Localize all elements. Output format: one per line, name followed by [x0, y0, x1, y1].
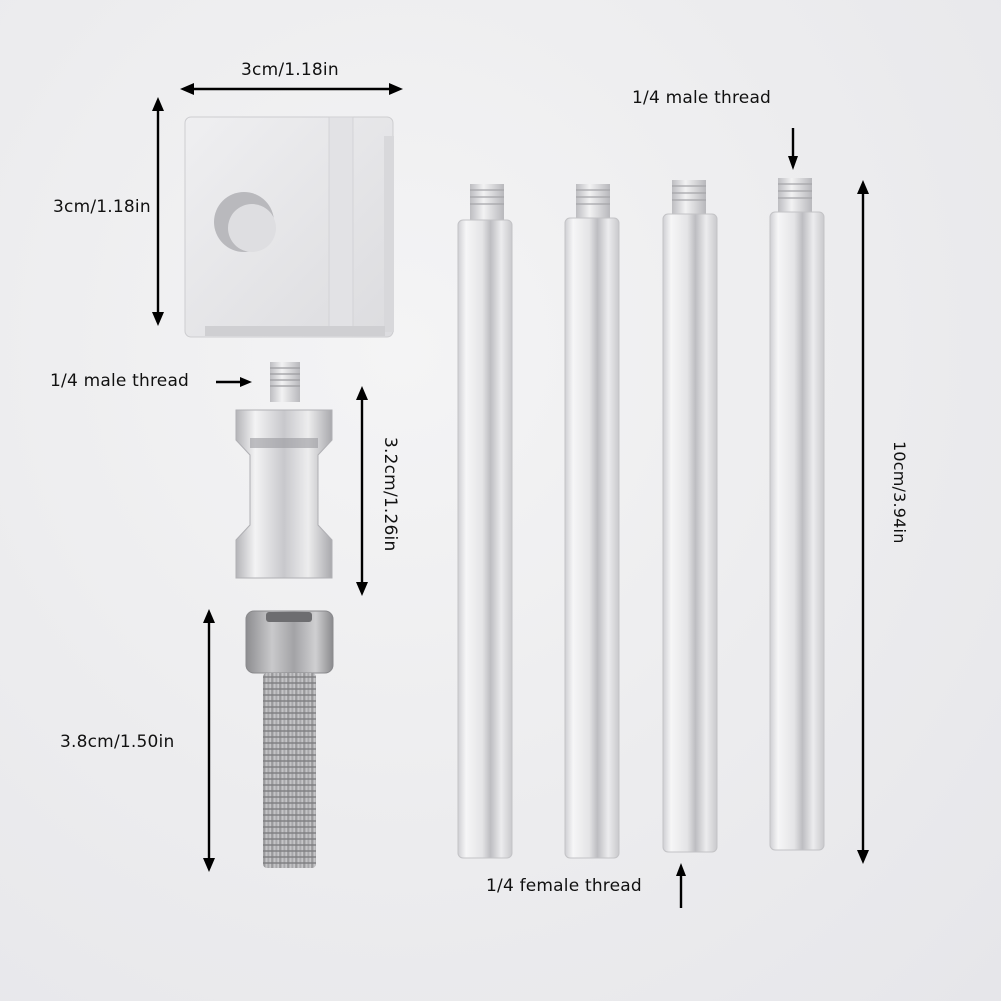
rod-length-label: 10cm/3.94in: [890, 441, 909, 544]
spigot-thread-pointer-arrow: [216, 377, 252, 387]
spigot-height-arrow: [356, 386, 368, 596]
spigot-height-label: 3.2cm/1.26in: [380, 437, 400, 552]
hex-bolt: [245, 610, 334, 868]
rod-bottom-thread-pointer-arrow: [676, 863, 686, 908]
clamp-block: [184, 116, 394, 338]
extension-rod-2: [564, 184, 620, 859]
extension-rod-3: [662, 180, 718, 853]
bolt-height-label: 3.8cm/1.50in: [60, 732, 175, 752]
spigot-adapter: [235, 362, 333, 579]
rod-bottom-thread-label: 1/4 female thread: [486, 876, 642, 896]
clamp-height-label: 3cm/1.18in: [53, 197, 151, 217]
clamp-width-label: 3cm/1.18in: [241, 60, 339, 80]
extension-rods: [457, 178, 825, 859]
extension-rod-1: [457, 184, 513, 859]
clamp-width-arrow: [180, 83, 403, 95]
rod-top-thread-pointer-arrow: [788, 128, 798, 170]
spigot-thread-label: 1/4 male thread: [50, 371, 190, 391]
bolt-height-arrow: [203, 609, 215, 872]
clamp-height-arrow: [152, 97, 164, 326]
rod-length-arrow: [857, 180, 869, 864]
rod-top-thread-label: 1/4 male thread: [632, 88, 772, 108]
extension-rod-4: [769, 178, 825, 851]
